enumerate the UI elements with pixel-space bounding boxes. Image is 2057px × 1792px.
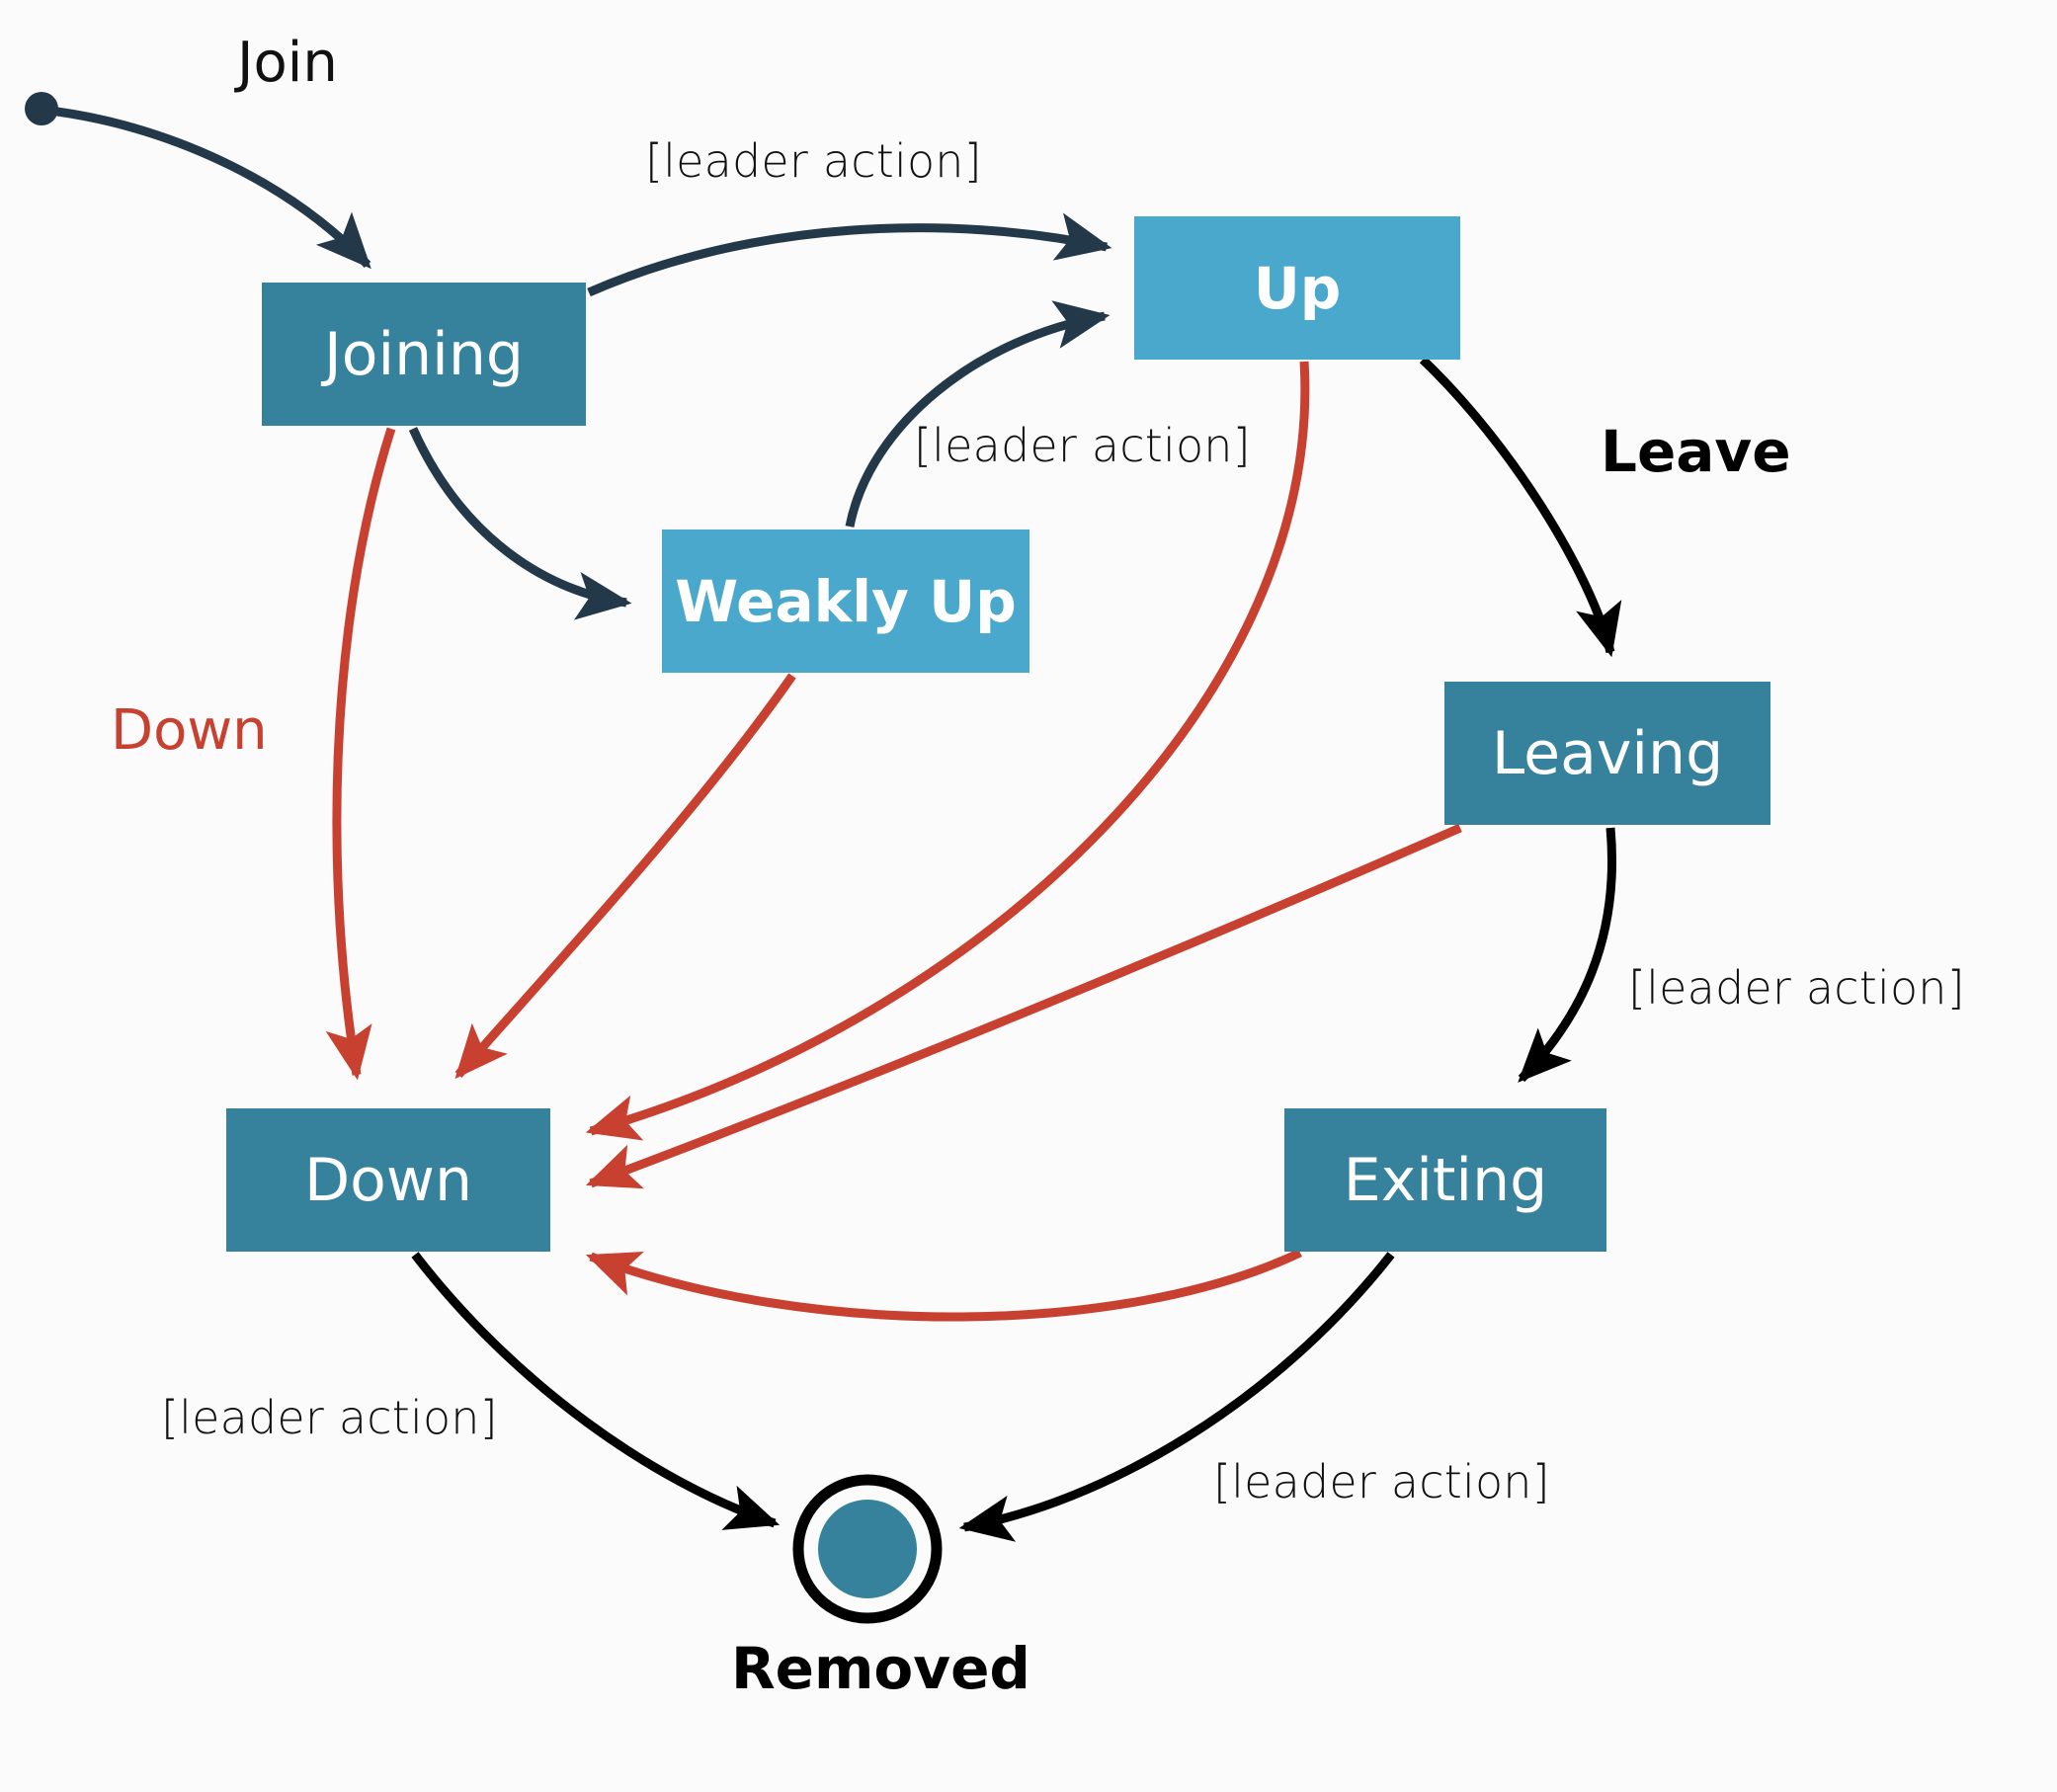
state-weakly-up-label: Weakly Up: [675, 567, 1017, 635]
state-weakly-up[interactable]: Weakly Up: [662, 529, 1029, 673]
state-down-label: Down: [303, 1145, 472, 1215]
edge-label-leave: Leave: [1601, 418, 1791, 485]
removed-final-inner-fill: [818, 1500, 917, 1598]
edge-label-weakly-up-to-up: [leader action]: [914, 419, 1251, 472]
state-joining[interactable]: Joining: [262, 283, 586, 426]
edge-joining-to-up: [587, 212, 1112, 297]
edge-label-down-to-removed: [leader action]: [161, 1391, 498, 1444]
edge-leaving-to-exiting: [1518, 827, 1617, 1083]
edge-exiting-to-removed: [958, 1252, 1395, 1542]
state-joining-label: Joining: [324, 319, 524, 389]
edge-initial-to-joining: [56, 107, 371, 270]
edge-label-joining-to-up: [leader action]: [645, 134, 982, 188]
edge-up-to-down: [585, 361, 1310, 1141]
edge-joining-to-weakly-up: [408, 427, 632, 620]
edge-label-leaving-to-exiting: [leader action]: [1628, 961, 1965, 1015]
initial-state-dot: [25, 92, 58, 125]
edge-weakly-up-to-up: [845, 300, 1111, 528]
state-up-label: Up: [1253, 254, 1342, 322]
state-down[interactable]: Down: [226, 1108, 550, 1252]
edge-exiting-to-down: [585, 1248, 1302, 1322]
edge-up-to-leaving: [1419, 356, 1622, 658]
edge-label-down: Down: [111, 698, 268, 763]
edge-leaving-to-down: [585, 823, 1462, 1189]
edge-weakly-up-to-down: [454, 673, 796, 1080]
edge-down-to-removed: [411, 1252, 781, 1530]
edge-label-join: Join: [237, 31, 338, 95]
state-up[interactable]: Up: [1134, 216, 1460, 360]
edge-label-exiting-to-removed: [leader action]: [1213, 1455, 1550, 1508]
state-leaving[interactable]: Leaving: [1444, 682, 1770, 825]
state-leaving-label: Leaving: [1491, 718, 1724, 788]
edge-joining-to-down: [325, 427, 396, 1081]
state-removed-label: Removed: [731, 1635, 1030, 1702]
state-exiting-label: Exiting: [1343, 1145, 1548, 1215]
state-exiting[interactable]: Exiting: [1284, 1108, 1606, 1252]
